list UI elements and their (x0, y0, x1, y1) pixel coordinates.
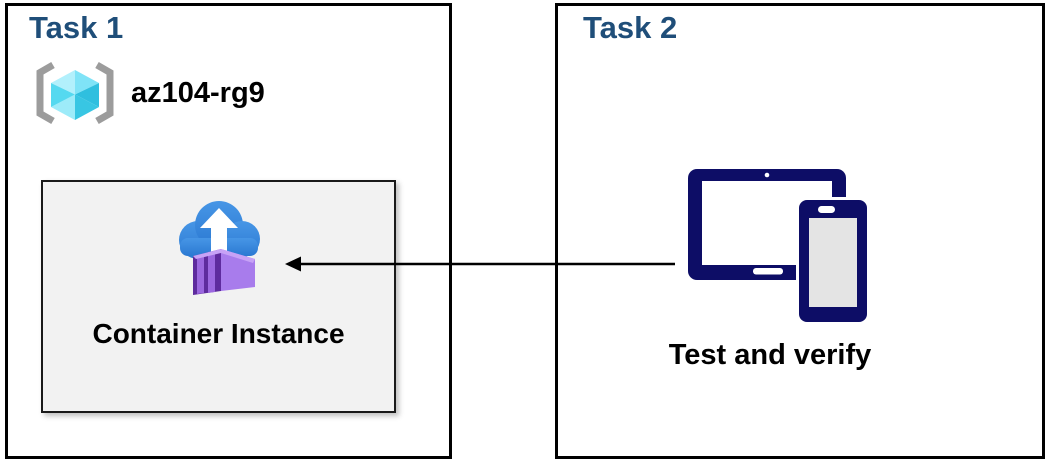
upload-arrow-icon (199, 208, 238, 254)
cube-face (75, 94, 99, 120)
cube-face (51, 70, 75, 95)
container-slat (207, 251, 215, 293)
resource-group-name: az104-rg9 (131, 76, 265, 109)
home-button-icon (753, 268, 783, 275)
connector-arrow (285, 256, 675, 272)
container-top-face (192, 249, 221, 259)
phone-icon (796, 197, 869, 325)
cube-face (51, 94, 75, 120)
container-slat (196, 254, 204, 294)
speaker-icon (818, 206, 835, 213)
devices-caption: Test and verify (668, 339, 872, 371)
task2-title: Task 2 (583, 10, 678, 45)
container-instances-icon (178, 201, 260, 295)
right-bracket-icon (95, 61, 114, 125)
cube-face (75, 70, 99, 95)
devices-icon (688, 169, 869, 325)
container-box-icon (192, 249, 255, 295)
container-top-face (220, 249, 255, 263)
container-instance-label: Container Instance (92, 318, 345, 349)
phone-screen (809, 218, 857, 307)
resource-group-row: az104-rg9 (32, 61, 265, 125)
task1-box: Task 1 az104-rg9 (5, 3, 452, 459)
camera-dot-icon (764, 172, 770, 178)
task1-title: Task 1 (29, 10, 124, 45)
task2-box: Task 2 Test and verify (555, 3, 1045, 459)
cube-face (51, 83, 75, 107)
resource-group-icon (36, 61, 114, 125)
left-bracket-icon (36, 61, 55, 125)
arrowhead-icon (285, 256, 301, 272)
container-instance-box: Container Instance (41, 180, 396, 413)
cube-face (75, 83, 99, 107)
